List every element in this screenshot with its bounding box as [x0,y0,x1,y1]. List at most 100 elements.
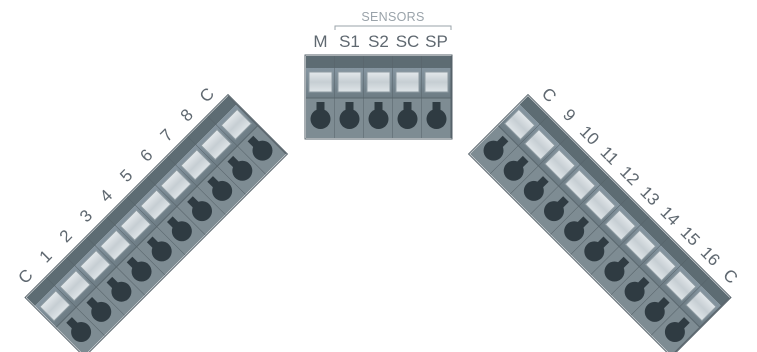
terminal-screw-icon[interactable] [426,109,447,129]
right-terminal-9 [651,277,730,352]
wire-entry-window [395,71,420,93]
wire-entry-window [220,108,253,141]
right-terminal-label: 11 [597,143,623,169]
left-terminal-label: 4 [96,186,116,206]
left-terminal-label: 7 [157,125,177,145]
wire-entry-window [604,209,637,241]
screw-slot [316,102,325,112]
terminal-screw-icon[interactable] [148,237,176,265]
wire-entry-window [99,229,132,262]
terminal-screw-icon[interactable] [310,109,331,129]
terminal-screw-icon[interactable] [479,136,507,164]
terminal-screw-icon[interactable] [248,136,276,164]
terminal-screw-icon[interactable] [560,217,588,245]
sensor-label-m: M [313,32,327,51]
right-terminal-label: 9 [559,105,579,125]
terminal-screw-icon[interactable] [168,217,196,245]
right-terminal-label: 15 [677,223,704,250]
terminal-screw-icon[interactable] [368,109,389,129]
sensors-title: SENSORS [361,10,424,24]
terminal-cap [579,156,609,186]
sensor-label-sc: SC [396,32,420,51]
right-terminal-6 [590,216,670,296]
terminal-screw-icon[interactable] [397,109,418,129]
sensor-label-s2: S2 [368,32,389,51]
terminal-cap [422,56,451,68]
left-terminal-8 [187,115,267,195]
sensors-bracket [334,25,452,30]
wire-entry-window [59,269,91,302]
terminal-cap [306,56,335,68]
left-terminal-0 [26,277,105,352]
terminal-screw-icon[interactable] [188,197,216,225]
sensor-terminal-s2 [364,56,394,138]
terminal-cap [187,116,217,145]
terminal-screw-icon[interactable] [107,278,135,306]
terminal-screw-icon[interactable] [580,237,608,265]
wire-entry-window [200,128,232,161]
terminal-cap [26,277,56,307]
terminal-screw-icon[interactable] [540,197,568,225]
terminal-cap [335,56,364,68]
wire-entry-window [424,71,449,93]
terminal-screw-icon[interactable] [600,257,628,285]
right-terminal-label: C [719,265,741,287]
wire-entry-window [337,71,362,93]
left-terminal-label: C [15,265,37,287]
left-terminal-label: 2 [56,226,76,246]
terminal-cap [364,56,393,68]
terminal-screw-icon[interactable] [641,298,669,326]
left-terminal-7 [167,135,247,215]
left-terminal-2 [66,236,146,316]
terminal-screw-icon[interactable] [228,157,256,185]
right-terminal-7 [611,237,690,316]
wire-entry-window [503,108,536,141]
wire-entry-window [524,128,556,161]
wire-entry-window [584,189,617,221]
terminal-cap [519,96,549,125]
terminal-cap [660,237,690,266]
wire-entry-window [366,71,391,93]
screw-slot [432,102,441,112]
terminal-cap [620,196,649,226]
terminal-screw-icon[interactable] [127,257,155,285]
terminal-screw-icon[interactable] [661,318,689,346]
terminal-screw-icon[interactable] [339,109,360,129]
terminal-screw-icon[interactable] [500,157,528,185]
sensor-terminal-sp [422,56,452,138]
terminal-cap [66,237,96,266]
terminal-cap [147,156,177,186]
wire-entry-window [160,169,192,201]
screw-slot [403,102,412,112]
terminal-screw-icon[interactable] [520,177,548,205]
terminal-screw-icon[interactable] [208,177,236,205]
right-terminal-3 [530,156,609,235]
terminal-screw-icon[interactable] [67,318,95,346]
wire-entry-window [139,189,172,221]
terminal-screw-icon[interactable] [620,278,648,306]
wire-entry-window [665,269,697,302]
terminal-cap [127,176,156,206]
sensor-terminal-m [306,56,336,138]
left-terminal-4 [107,196,186,275]
wire-entry-window [119,209,152,241]
wire-entry-window [544,149,576,181]
terminal-screw-icon[interactable] [87,298,115,326]
terminal-cap [46,257,76,286]
right-terminal-0 [470,96,549,175]
right-terminal-label: 16 [697,243,724,270]
left-terminal-label: 3 [76,206,96,226]
wire-entry-window [645,249,677,282]
right-terminal-8 [631,257,710,336]
terminal-cap [107,196,136,226]
left-terminal-9 [207,95,287,175]
left-terminal-5 [127,176,206,255]
screw-slot [374,102,383,112]
wire-entry-window [564,169,596,201]
left-terminal-1 [46,256,126,336]
terminal-cap [600,176,629,206]
wire-entry-window [308,71,333,93]
